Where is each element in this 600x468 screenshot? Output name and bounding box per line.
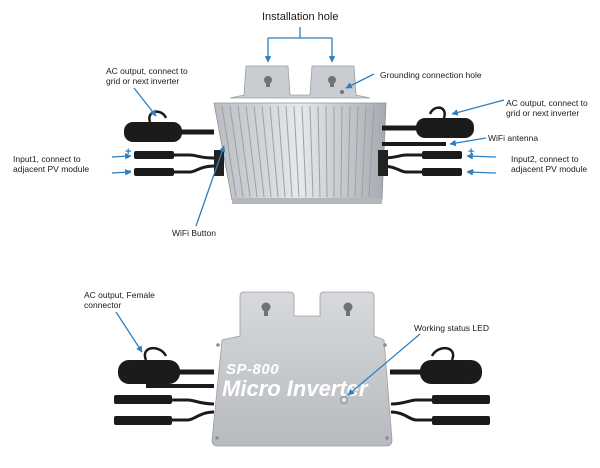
- top-installation-slot-right: [330, 80, 334, 87]
- bottom-installation-slot-left: [264, 307, 268, 316]
- bottom-left-pv-minus-connector: [114, 416, 172, 425]
- wifi-button-arrow: [195, 145, 226, 227]
- installation-hole-bracket: [268, 27, 332, 39]
- bottom-left-pv-plus-connector: [114, 395, 172, 404]
- input2-minus-arrow: [466, 168, 497, 176]
- top-right-cables: [378, 106, 474, 176]
- bottom-screw-1: [216, 343, 220, 347]
- input1-line-1: Input1, connect to: [13, 154, 81, 164]
- top-right-ac-connector: [416, 118, 474, 138]
- input2-line-2: adjacent PV module: [511, 164, 588, 174]
- top-left-pv-plus-connector: [134, 151, 174, 159]
- input1-line-2: adjacent PV module: [13, 164, 90, 174]
- bottom-right-ac-connector: [420, 360, 482, 384]
- bottom-screw-3: [215, 436, 219, 440]
- working-status-led: [340, 396, 348, 404]
- wifi-antenna-label: WiFi antenna: [488, 133, 539, 143]
- wifi-button-label: WiFi Button: [172, 228, 216, 238]
- ac-female-arrow: [115, 311, 143, 353]
- ac-output-right-label: AC output, connect to grid or next inver…: [506, 98, 588, 118]
- grounding-arrow: [345, 73, 375, 89]
- ac-output-left-line-2: grid or next inverter: [106, 76, 180, 86]
- bottom-inverter: SP-800 Micro Inverter: [114, 291, 490, 447]
- input2-minus-sign: –: [468, 165, 475, 177]
- top-right-pv-plus-connector: [422, 151, 462, 159]
- top-installation-slot-left: [266, 80, 270, 87]
- input2-line-1: Input2, connect to: [511, 154, 579, 164]
- ac-output-female-line-1: AC output, Female: [84, 290, 155, 300]
- working-led-arrow: [347, 333, 421, 396]
- input1-label: Input1, connect to adjacent PV module: [13, 154, 89, 174]
- top-body-base: [232, 198, 382, 204]
- bottom-mounting-plate: [211, 291, 393, 447]
- top-right-pv-minus-connector: [422, 168, 462, 176]
- bottom-right-pv-minus-connector: [432, 416, 490, 425]
- heat-sink-fins: [221, 105, 375, 198]
- product-name-text: Micro Inverter: [222, 376, 369, 401]
- bottom-screw-2: [383, 343, 387, 347]
- top-left-ac-connector: [124, 122, 182, 142]
- bottom-right-cables: [390, 347, 490, 425]
- input2-label: Input2, connect to adjacent PV module: [511, 154, 587, 174]
- ac-output-female-label: AC output, Female connector: [84, 290, 155, 310]
- input1-plus-arrow: [111, 153, 132, 160]
- ac-output-right-line-1: AC output, connect to: [506, 98, 588, 108]
- bottom-right-pv-plus-connector: [432, 395, 490, 404]
- top-left-pv-minus-connector: [134, 168, 174, 176]
- top-left-cables: [124, 110, 224, 176]
- bottom-left-cables: [114, 347, 215, 425]
- input1-plus-sign: +: [125, 146, 132, 158]
- wifi-antenna-arrow: [449, 137, 487, 147]
- ac-left-arrow: [133, 87, 157, 117]
- ac-right-arrow: [451, 99, 505, 116]
- grounding-hole-label: Grounding connection hole: [380, 70, 482, 80]
- bottom-left-ac-connector: [118, 360, 180, 384]
- ac-output-female-line-2: connector: [84, 300, 122, 310]
- bottom-installation-slot-right: [346, 307, 350, 316]
- bottom-callout-arrows: [115, 311, 421, 396]
- bottom-screw-4: [385, 436, 389, 440]
- input1-minus-arrow: [111, 169, 132, 176]
- top-callout-arrows: [111, 27, 505, 227]
- input1-minus-sign: –: [125, 165, 132, 177]
- ac-output-left-label: AC output, connect to grid or next inver…: [106, 66, 188, 86]
- ac-output-left-line-1: AC output, connect to: [106, 66, 188, 76]
- input2-plus-sign: +: [468, 146, 475, 158]
- installation-hole-label: Installation hole: [262, 11, 339, 23]
- top-inverter: [124, 65, 474, 204]
- top-mounting-plate: [229, 65, 371, 99]
- top-grounding-hole: [340, 90, 344, 94]
- working-led-label: Working status LED: [414, 323, 489, 333]
- ac-output-right-line-2: grid or next inverter: [506, 108, 580, 118]
- model-text: SP-800: [226, 361, 279, 378]
- input2-plus-arrow: [466, 152, 497, 160]
